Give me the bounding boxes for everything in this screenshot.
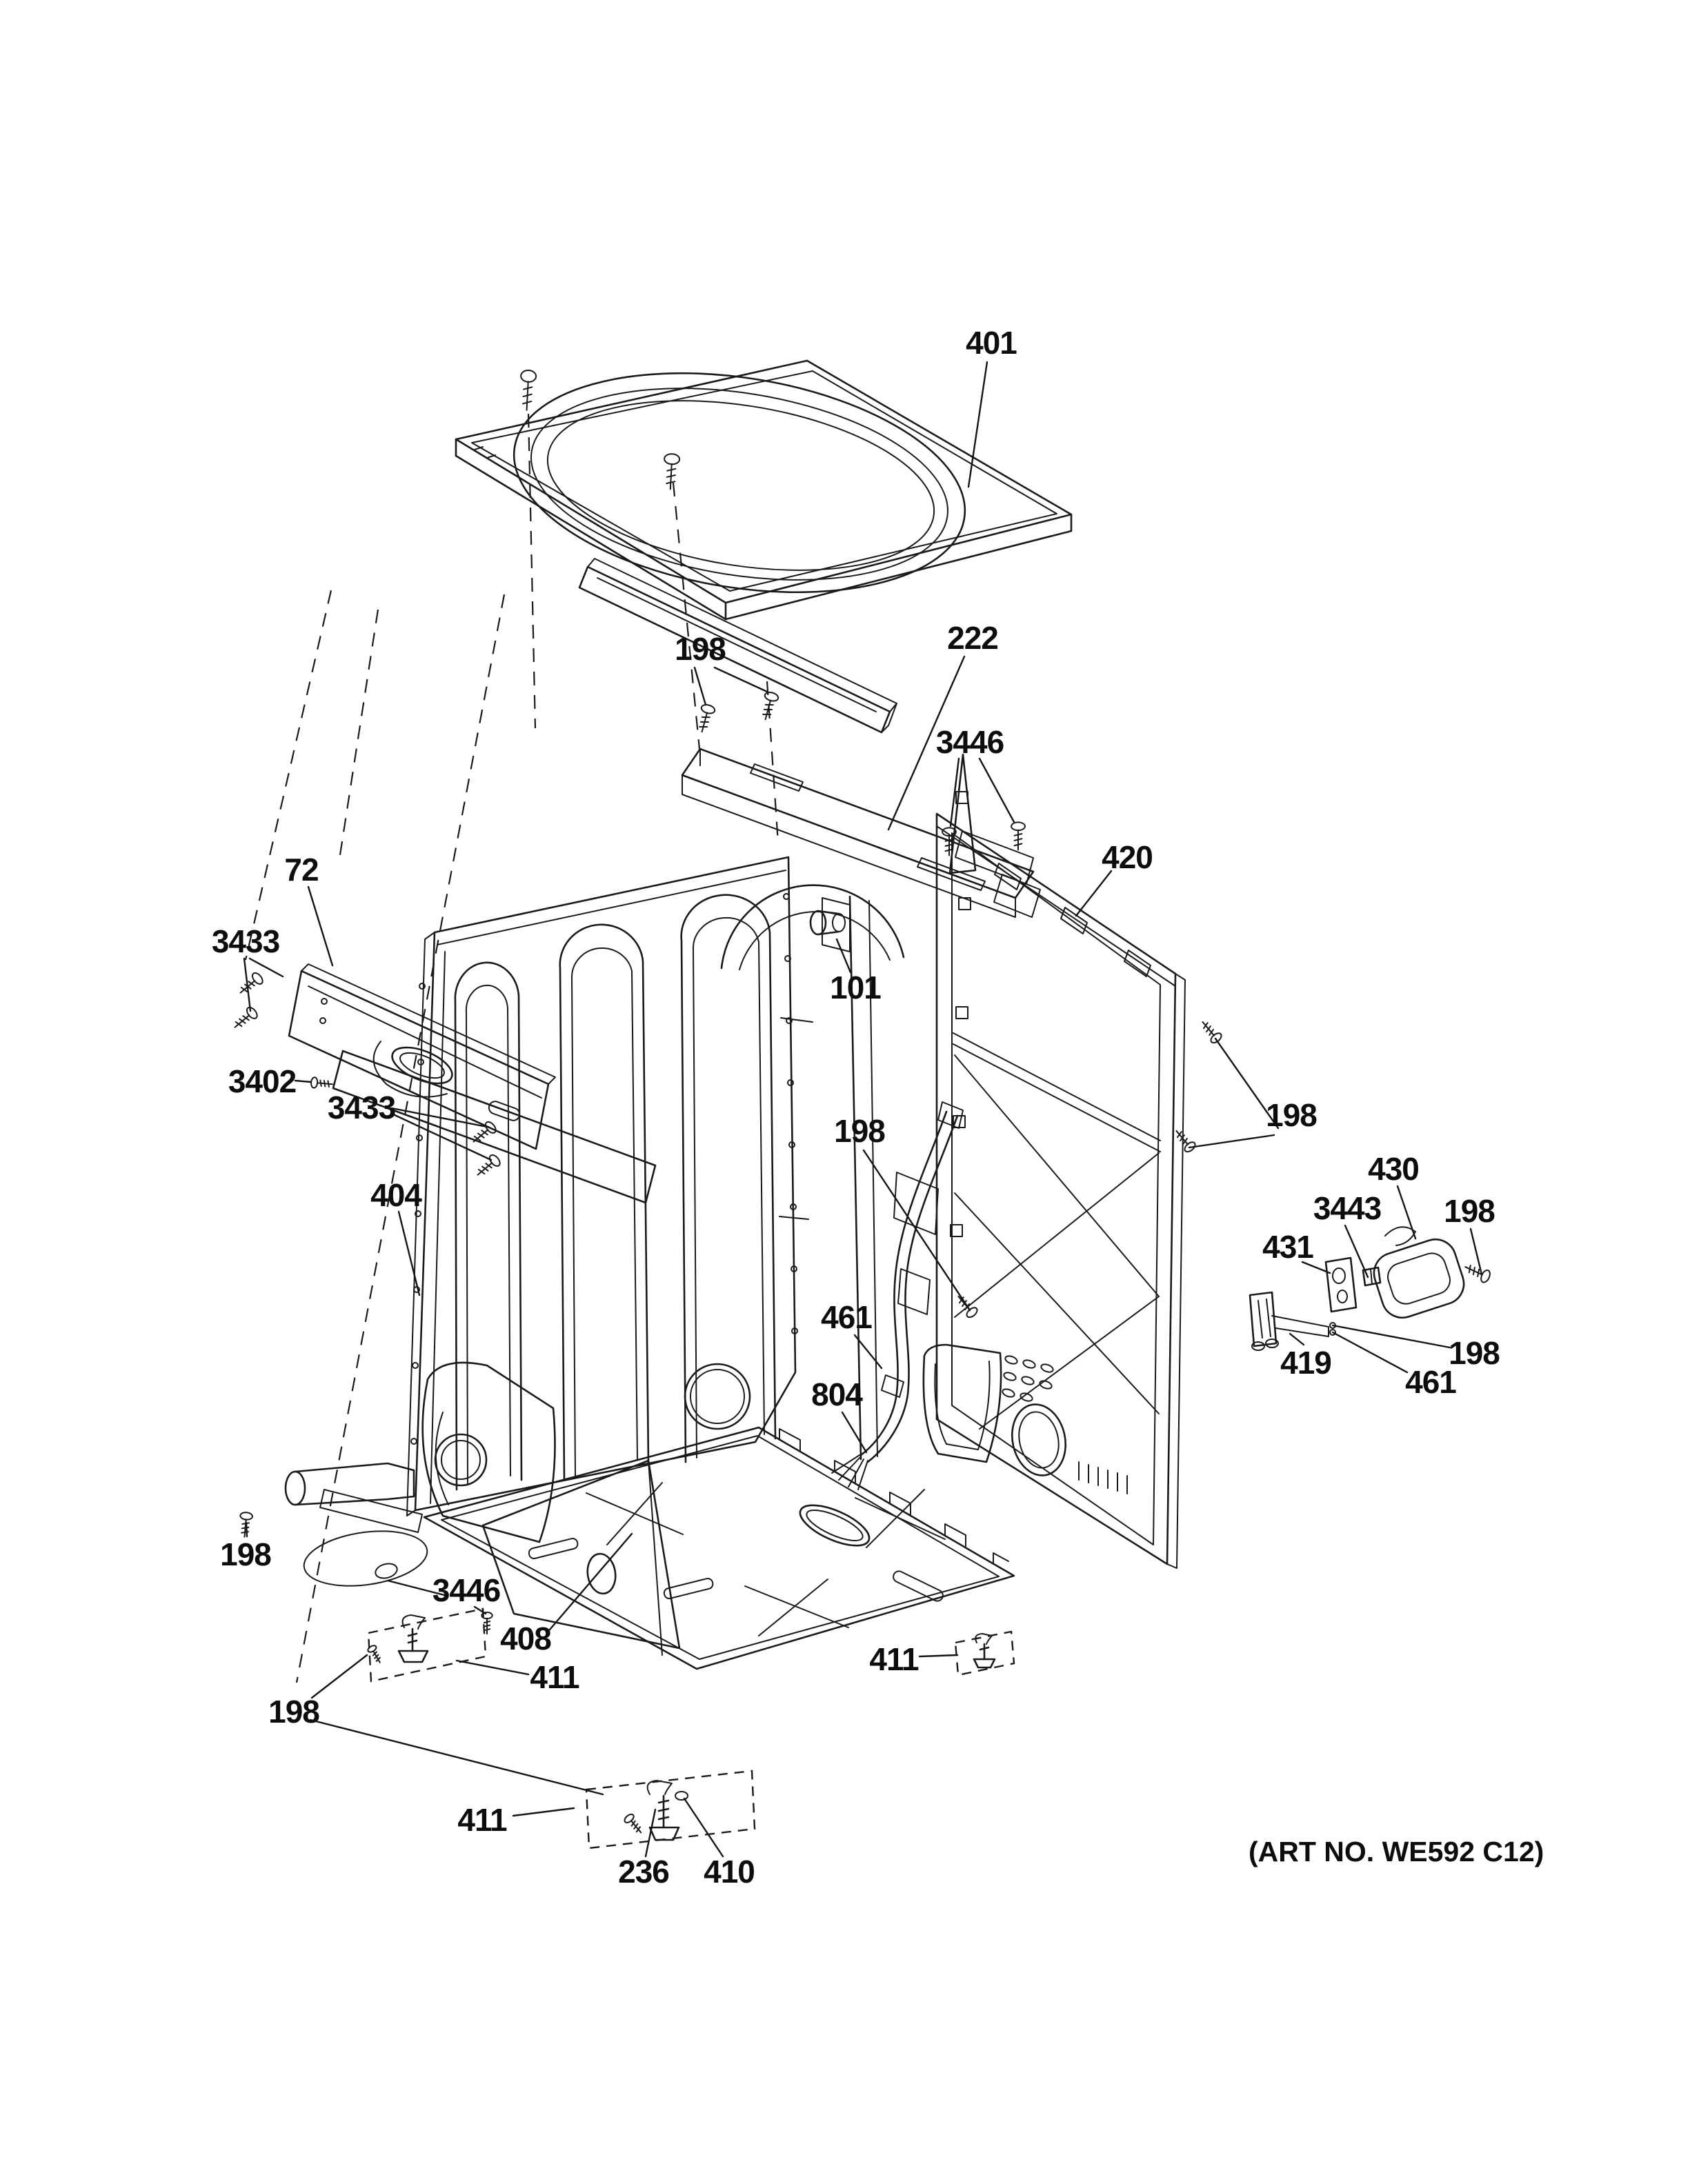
leader-line-101 xyxy=(837,939,851,972)
leader-line-404 xyxy=(399,1212,419,1295)
part-callout-198: 198 xyxy=(268,1694,320,1730)
part-callout-401: 401 xyxy=(966,325,1017,361)
part-callout-198: 198 xyxy=(1444,1193,1495,1229)
part-callout-419: 419 xyxy=(1280,1345,1332,1381)
leader-line-3433 xyxy=(392,1114,491,1160)
leader-line-3446 xyxy=(475,1607,486,1614)
leader-line-419 xyxy=(1290,1334,1304,1345)
part-callout-804: 804 xyxy=(811,1376,863,1412)
part-callout-461: 461 xyxy=(821,1299,873,1335)
leader-line-3446 xyxy=(388,1581,447,1596)
leader-line-408 xyxy=(550,1534,632,1630)
front-duct-tube xyxy=(286,1463,422,1532)
leader-line-411 xyxy=(513,1808,574,1816)
leader-line-3402 xyxy=(295,1081,311,1082)
leader-line-431 xyxy=(1302,1262,1330,1273)
leader-line-3446 xyxy=(980,759,1014,822)
part-callout-198: 198 xyxy=(1449,1335,1500,1371)
part-callout-198: 198 xyxy=(220,1536,272,1572)
leveling-leg xyxy=(648,1781,688,1840)
control-panel-assembly xyxy=(289,964,655,1203)
leader-line-198 xyxy=(246,1523,247,1536)
leader-line-72 xyxy=(308,887,332,965)
leader-line-804 xyxy=(842,1412,866,1452)
blower-housing xyxy=(374,1363,555,1581)
part-callout-3433: 3433 xyxy=(327,1090,396,1125)
part-callout-3433: 3433 xyxy=(211,923,280,959)
part-callout-222: 222 xyxy=(947,620,999,656)
part-callout-198: 198 xyxy=(675,631,726,667)
part-callout-101: 101 xyxy=(830,970,882,1005)
part-callout-411: 411 xyxy=(869,1641,919,1677)
position-loop xyxy=(301,1524,431,1593)
part-callout-461: 461 xyxy=(1405,1364,1457,1400)
leader-line-3433 xyxy=(244,959,250,1011)
part-callout-3446: 3446 xyxy=(935,724,1004,760)
leader-line-198 xyxy=(310,1720,603,1794)
part-callout-72: 72 xyxy=(284,852,319,888)
leader-line-198 xyxy=(1215,1039,1278,1128)
art-number: (ART NO. WE592 C12) xyxy=(1249,1836,1544,1867)
leader-line-3446 xyxy=(951,759,959,826)
back-panel xyxy=(937,792,1185,1568)
leader-line-198 xyxy=(1189,1135,1274,1148)
part-callout-404: 404 xyxy=(370,1177,422,1213)
leader-line-198 xyxy=(312,1655,367,1698)
part-callout-198: 198 xyxy=(834,1113,886,1149)
leader-line-461 xyxy=(1333,1332,1407,1372)
leader-line-411 xyxy=(457,1661,528,1674)
control-support-bracket xyxy=(682,749,1040,917)
part-callout-420: 420 xyxy=(1102,839,1153,875)
door-hinge-parts xyxy=(1250,1227,1469,1350)
leader-line-198 xyxy=(715,668,767,692)
top-panel xyxy=(456,343,1071,622)
top-trim-strip xyxy=(579,559,897,732)
construction-lines xyxy=(246,414,778,1683)
door-switch xyxy=(811,898,850,952)
leader-line-198 xyxy=(864,1150,970,1310)
part-callout-411: 411 xyxy=(530,1659,579,1695)
part-callout-3443: 3443 xyxy=(1313,1190,1382,1226)
part-callout-410: 410 xyxy=(704,1854,755,1890)
leader-line-236 xyxy=(646,1810,655,1856)
part-callout-430: 430 xyxy=(1368,1151,1420,1187)
leveling-leg xyxy=(399,1615,428,1662)
leader-line-420 xyxy=(1076,871,1111,916)
leader-line-410 xyxy=(684,1799,723,1856)
leader-line-198 xyxy=(695,668,706,705)
part-callout-198: 198 xyxy=(1266,1097,1318,1133)
leader-line-198 xyxy=(1333,1325,1450,1348)
wire-harness xyxy=(832,1102,963,1490)
leader-line-222 xyxy=(888,657,964,830)
part-callout-3402: 3402 xyxy=(228,1063,297,1099)
leader-line-461 xyxy=(855,1335,882,1368)
leader-line-198 xyxy=(1471,1229,1482,1274)
leader-line-3443 xyxy=(1345,1225,1368,1277)
rear-bulkhead xyxy=(722,885,1127,1494)
part-callout-3446: 3446 xyxy=(432,1572,501,1608)
leader-line-411 xyxy=(919,1655,957,1656)
leveling-leg-kits xyxy=(368,1609,1014,1848)
base-pan xyxy=(424,1427,1014,1669)
leader-line-3433 xyxy=(250,959,283,976)
part-callout-431: 431 xyxy=(1262,1229,1314,1265)
leader-line-3433 xyxy=(392,1108,487,1127)
part-callout-411: 411 xyxy=(457,1802,507,1838)
leader-line-401 xyxy=(968,362,987,487)
leader-line-430 xyxy=(1398,1186,1415,1239)
cabinet-wrapper xyxy=(407,857,797,1516)
part-callout-408: 408 xyxy=(500,1621,552,1656)
leader-lines xyxy=(244,362,1482,1856)
part-callout-236: 236 xyxy=(618,1854,670,1890)
leveling-leg xyxy=(974,1634,995,1667)
